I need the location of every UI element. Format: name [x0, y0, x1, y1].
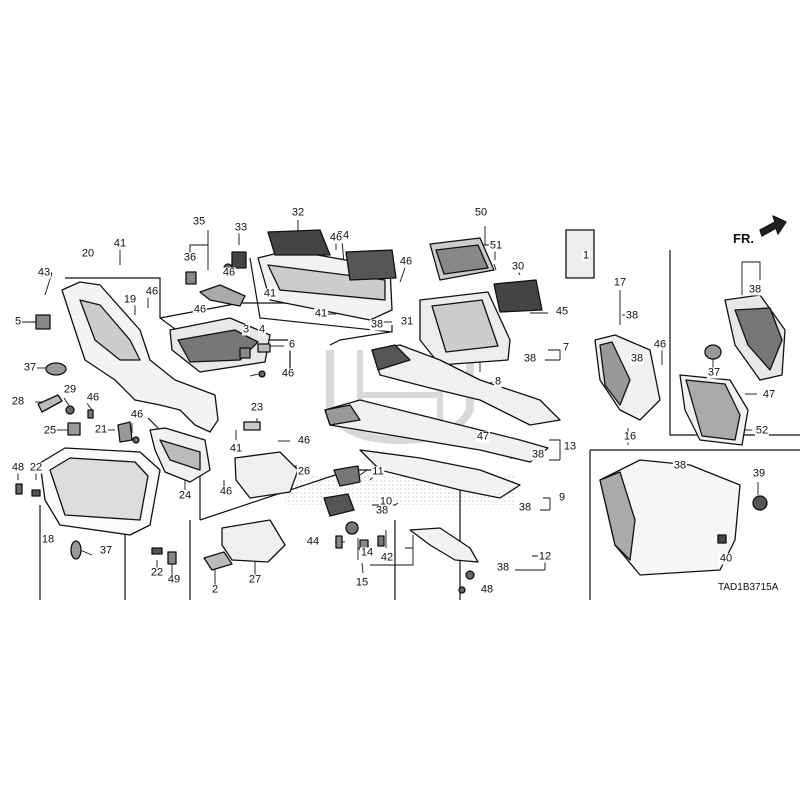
callout-43: 43: [36, 266, 52, 279]
callout-46: 46: [652, 338, 668, 351]
callout-46: 46: [280, 367, 296, 380]
callout-36: 36: [182, 251, 198, 264]
callout-51: 51: [488, 239, 504, 252]
callout-50: 50: [473, 206, 489, 219]
callout-29: 29: [62, 383, 78, 396]
callout-17: 17: [612, 276, 628, 289]
callout-27: 27: [247, 573, 263, 586]
callout-37: 37: [706, 366, 722, 379]
callout-52: 52: [754, 424, 770, 437]
callout-38: 38: [495, 561, 511, 574]
front-direction-label: FR.: [733, 231, 754, 246]
callout-33: 33: [233, 221, 249, 234]
callout-48: 48: [479, 583, 495, 596]
callout-25: 25: [42, 424, 58, 437]
callout-15: 15: [354, 576, 370, 589]
callout-21: 21: [93, 423, 109, 436]
callout-5: 5: [13, 315, 23, 328]
callout-22: 22: [149, 566, 165, 579]
callout-39: 39: [751, 467, 767, 480]
callout-19: 19: [122, 293, 138, 306]
callout-28: 28: [10, 395, 26, 408]
callout-41: 41: [262, 287, 278, 300]
callout-46: 46: [218, 485, 234, 498]
callout-38: 38: [522, 352, 538, 365]
callout-16: 16: [622, 430, 638, 443]
callout-41: 41: [228, 442, 244, 455]
callout-38: 38: [374, 504, 390, 517]
callout-38: 38: [672, 459, 688, 472]
callout-38: 38: [747, 283, 763, 296]
callout-13: 13: [562, 440, 578, 453]
callout-3: 3: [241, 323, 251, 336]
callout-47: 47: [475, 430, 491, 443]
callout-46: 46: [328, 231, 344, 244]
callout-46: 46: [192, 303, 208, 316]
callout-26: 26: [296, 465, 312, 478]
callout-40: 40: [718, 552, 734, 565]
callout-8: 8: [493, 375, 503, 388]
callout-38: 38: [624, 309, 640, 322]
callout-38: 38: [629, 352, 645, 365]
callout-20: 20: [80, 247, 96, 260]
callout-1: 1: [581, 249, 591, 262]
callout-49: 49: [166, 573, 182, 586]
section-lines: [39, 250, 800, 600]
callout-31: 31: [399, 315, 415, 328]
callout-9: 9: [557, 491, 567, 504]
callout-38: 38: [369, 318, 385, 331]
callout-4: 4: [257, 323, 267, 336]
callout-46: 46: [85, 391, 101, 404]
callout-18: 18: [40, 533, 56, 546]
callout-37: 37: [98, 544, 114, 557]
callout-7: 7: [561, 341, 571, 354]
callout-48: 48: [10, 461, 26, 474]
callout-32: 32: [290, 206, 306, 219]
diagram-code: TAD1B3715A: [718, 582, 779, 593]
callout-46: 46: [129, 408, 145, 421]
callout-14: 14: [359, 546, 375, 559]
callout-11: 11: [371, 465, 385, 478]
callout-44: 44: [305, 535, 321, 548]
callout-35: 35: [191, 215, 207, 228]
callout-42: 42: [379, 551, 395, 564]
callout-38: 38: [530, 448, 546, 461]
callout-30: 30: [510, 260, 526, 273]
callout-2: 2: [210, 583, 220, 596]
callout-47: 47: [761, 388, 777, 401]
callout-46: 46: [144, 285, 160, 298]
callout-38: 38: [517, 501, 533, 514]
callout-10: 10: [378, 495, 394, 508]
callout-6: 6: [287, 338, 297, 351]
callout-37: 37: [22, 361, 38, 374]
callout-22: 22: [28, 461, 44, 474]
callout-46: 46: [221, 266, 237, 279]
callout-46: 46: [398, 255, 414, 268]
callout-23: 23: [249, 401, 265, 414]
callout-24: 24: [177, 489, 193, 502]
callout-41: 41: [112, 237, 128, 250]
callout-45: 45: [554, 305, 570, 318]
callout-12: 12: [537, 550, 553, 563]
callout-46: 46: [296, 434, 312, 447]
callout-41: 41: [313, 307, 329, 320]
